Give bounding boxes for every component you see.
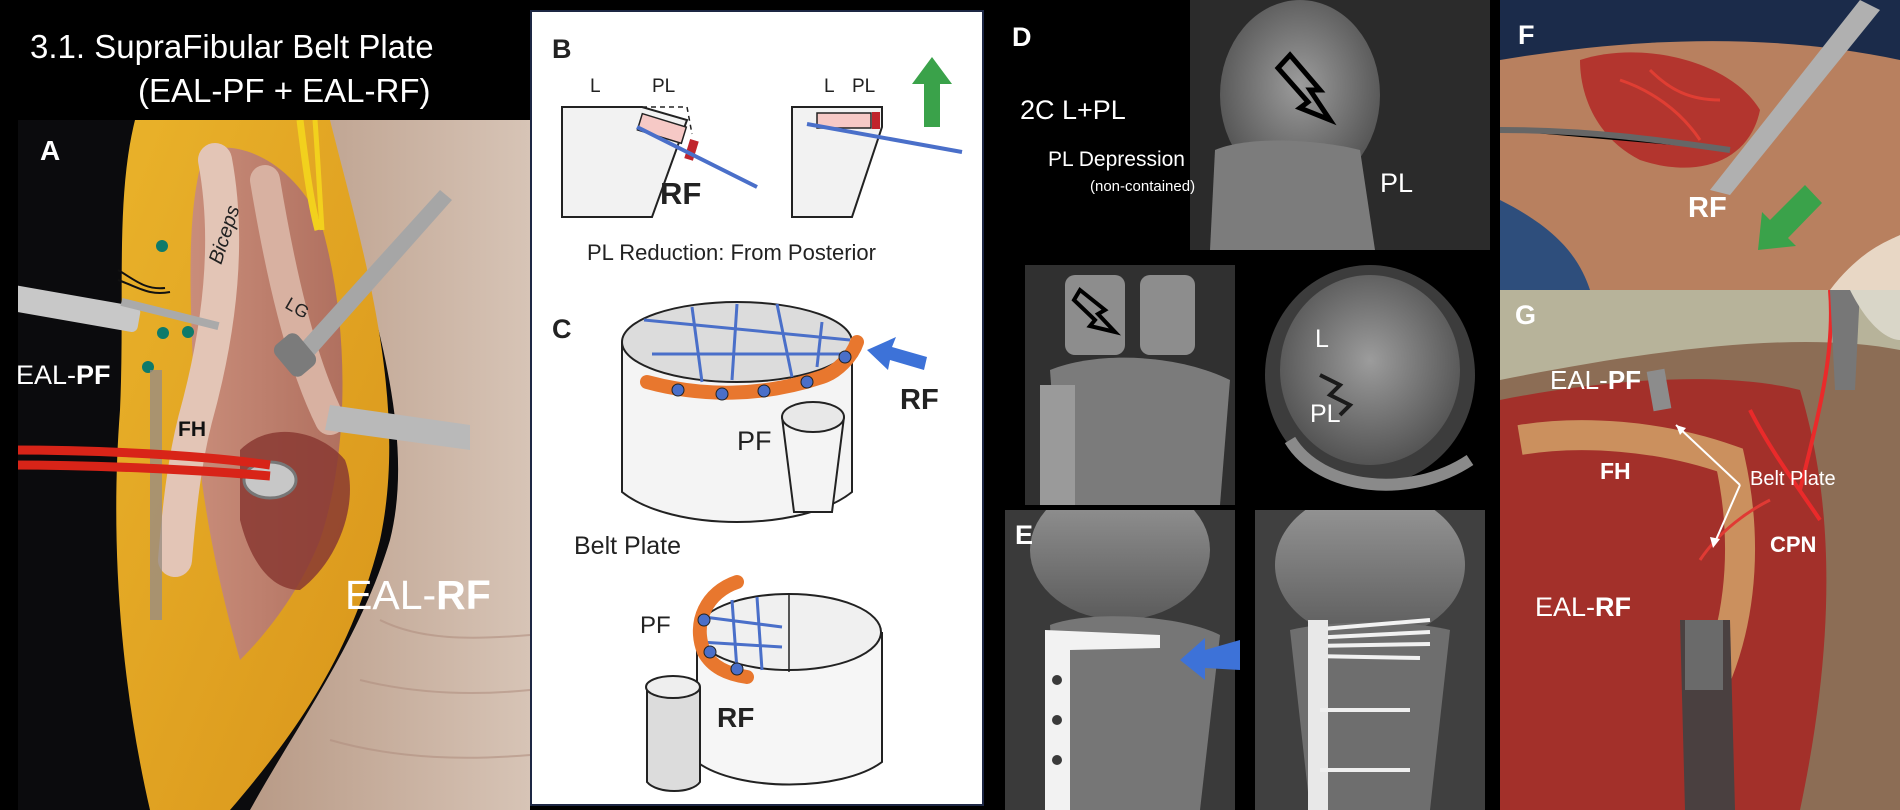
panel-g-photo — [1500, 290, 1900, 810]
panel-e: E — [990, 510, 1500, 810]
panel-g: G EAL-PF FH Belt Plate CPN EAL-RF — [1500, 290, 1900, 810]
d-black-arrow-top — [1274, 51, 1337, 126]
g-cpn-label: CPN — [1770, 532, 1817, 557]
d-classification: 2C L+PL — [1020, 95, 1126, 125]
g-eal-rf-label: EAL-RF — [1535, 592, 1631, 623]
panel-c-letter: C — [552, 314, 572, 344]
eal-rf-prefix: EAL- — [345, 572, 437, 618]
g-eal-pf-prefix: EAL- — [1550, 365, 1608, 395]
panel-e-letter: E — [1015, 520, 1034, 550]
e-plate-lateral — [1045, 630, 1160, 810]
g-plate — [1646, 368, 1672, 412]
b-right-l: L — [824, 76, 835, 97]
f-green-arrow — [1758, 185, 1822, 250]
panel-g-letter: G — [1515, 300, 1537, 330]
c-pf-top: PF — [737, 426, 772, 456]
c-belt-plate-label: Belt Plate — [574, 532, 682, 560]
right-pl-fragment — [816, 112, 872, 129]
eal-pf-label: EAL-PF — [16, 360, 111, 391]
figure-subtitle: (EAL-PF + EAL-RF) — [138, 72, 431, 109]
right-rf-line — [806, 122, 963, 154]
panel-f-photo — [1500, 0, 1900, 290]
g-fh-label: FH — [1600, 458, 1631, 484]
panel-a: 3.1. SupraFibular Belt Plate (EAL-PF + E… — [0, 0, 530, 810]
panel-a-photo — [0, 120, 530, 810]
c-rf-bottom: RF — [717, 702, 755, 733]
d-depression: PL Depression — [1048, 148, 1185, 171]
panel-d-ct — [1025, 0, 1490, 505]
right-fragment-marker — [872, 112, 880, 129]
panel-bc: B L PL L PL RF PL Reduction: From Poster… — [530, 10, 984, 806]
panel-d-letter: D — [1012, 22, 1032, 52]
g-eal-rf-prefix: EAL- — [1535, 592, 1596, 622]
b-left-pl: PL — [652, 76, 676, 97]
d-pl-axial: PL — [1310, 400, 1341, 428]
b-right-pl: PL — [852, 76, 876, 97]
panel-f-letter: F — [1518, 20, 1535, 50]
panel-c-diagram — [621, 301, 927, 792]
fh-label: FH — [178, 418, 206, 441]
panel-f: F RF — [1500, 0, 1900, 290]
green-up-arrow — [912, 57, 952, 127]
panel-b-letter: B — [552, 34, 572, 64]
d-contained: (non-contained) — [1090, 178, 1196, 195]
figure-title: 3.1. SupraFibular Belt Plate — [30, 28, 434, 65]
eal-pf-bold: PF — [76, 360, 111, 390]
left-rf-line — [636, 125, 758, 189]
g-belt-plate-label: Belt Plate — [1750, 468, 1836, 490]
left-fragment-marker — [684, 138, 699, 161]
e-plate-ap — [1308, 620, 1328, 810]
f-rf-label: RF — [1688, 192, 1727, 224]
panel-a-letter: A — [40, 135, 61, 166]
d-l-axial: L — [1315, 325, 1329, 353]
c-pf-bottom: PF — [640, 612, 671, 639]
panel-b-diagram — [561, 57, 963, 218]
eal-rf-label: EAL-RF — [345, 572, 491, 619]
b-rf: RF — [660, 176, 702, 211]
e-blue-arrow — [1180, 638, 1240, 680]
g-eal-rf-bold: RF — [1595, 592, 1632, 622]
eal-rf-bold: RF — [436, 572, 491, 618]
b-caption: PL Reduction: From Posterior — [587, 240, 876, 265]
c-rf-top: RF — [900, 384, 939, 416]
panel-e-xray — [1005, 510, 1485, 810]
g-eal-pf-bold: PF — [1607, 365, 1642, 395]
d-pl-sagittal: PL — [1380, 168, 1414, 198]
g-eal-pf-label: EAL-PF — [1550, 365, 1641, 396]
b-left-l: L — [590, 76, 601, 97]
c-blue-arrow — [867, 337, 927, 370]
panel-d: D 2C L+PL PL Depression (non-contained) … — [990, 0, 1500, 510]
d-black-arrow-coronal — [1071, 287, 1122, 336]
eal-pf-prefix: EAL- — [16, 360, 77, 390]
